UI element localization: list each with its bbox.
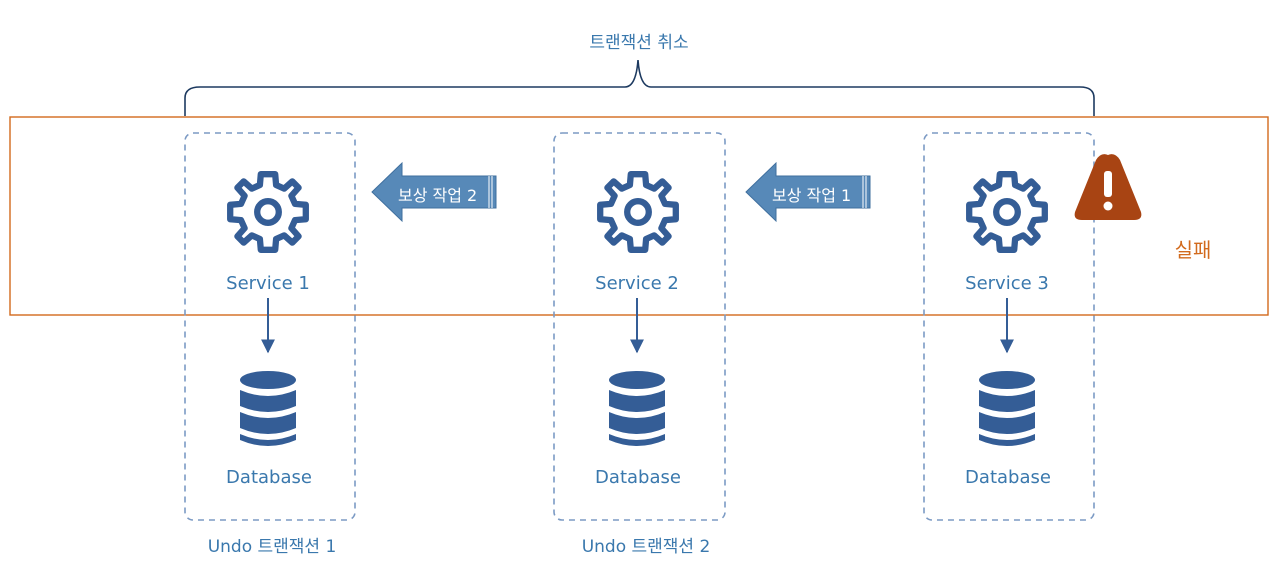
- top-brace: [184, 59, 1095, 116]
- failure-scope-frame: [9, 116, 1269, 316]
- service-container-3: [923, 132, 1095, 521]
- database-label-3: Database: [965, 467, 1051, 488]
- service-name-3: Service 3: [965, 273, 1049, 294]
- service-name-1: Service 1: [226, 273, 310, 294]
- failure-label: 실패: [1174, 238, 1212, 262]
- service-name-2: Service 2: [595, 273, 679, 294]
- database-icon: [979, 371, 1035, 446]
- gear-icon: [230, 174, 306, 250]
- undo-transaction-label-1: Undo 트랜잭션 1: [207, 537, 337, 557]
- compensation-arrow-2: [371, 161, 497, 223]
- database-label-1: Database: [226, 467, 312, 488]
- database-label-2: Database: [595, 467, 681, 488]
- compensation-label-1: 보상 작업 1: [772, 186, 852, 205]
- database-icon: [240, 371, 296, 446]
- warning-icon: [1074, 154, 1142, 220]
- compensation-label-2: 보상 작업 2: [398, 186, 478, 205]
- transaction-cancel-label: 트랜잭션 취소: [589, 33, 689, 53]
- compensation-arrow-1: [745, 161, 871, 223]
- gear-icon: [600, 174, 676, 250]
- service-container-2: [553, 132, 726, 521]
- undo-transaction-label-2: Undo 트랜잭션 2: [581, 537, 711, 557]
- database-icon: [609, 371, 665, 446]
- service-container-1: [184, 132, 356, 521]
- gear-icon: [969, 174, 1045, 250]
